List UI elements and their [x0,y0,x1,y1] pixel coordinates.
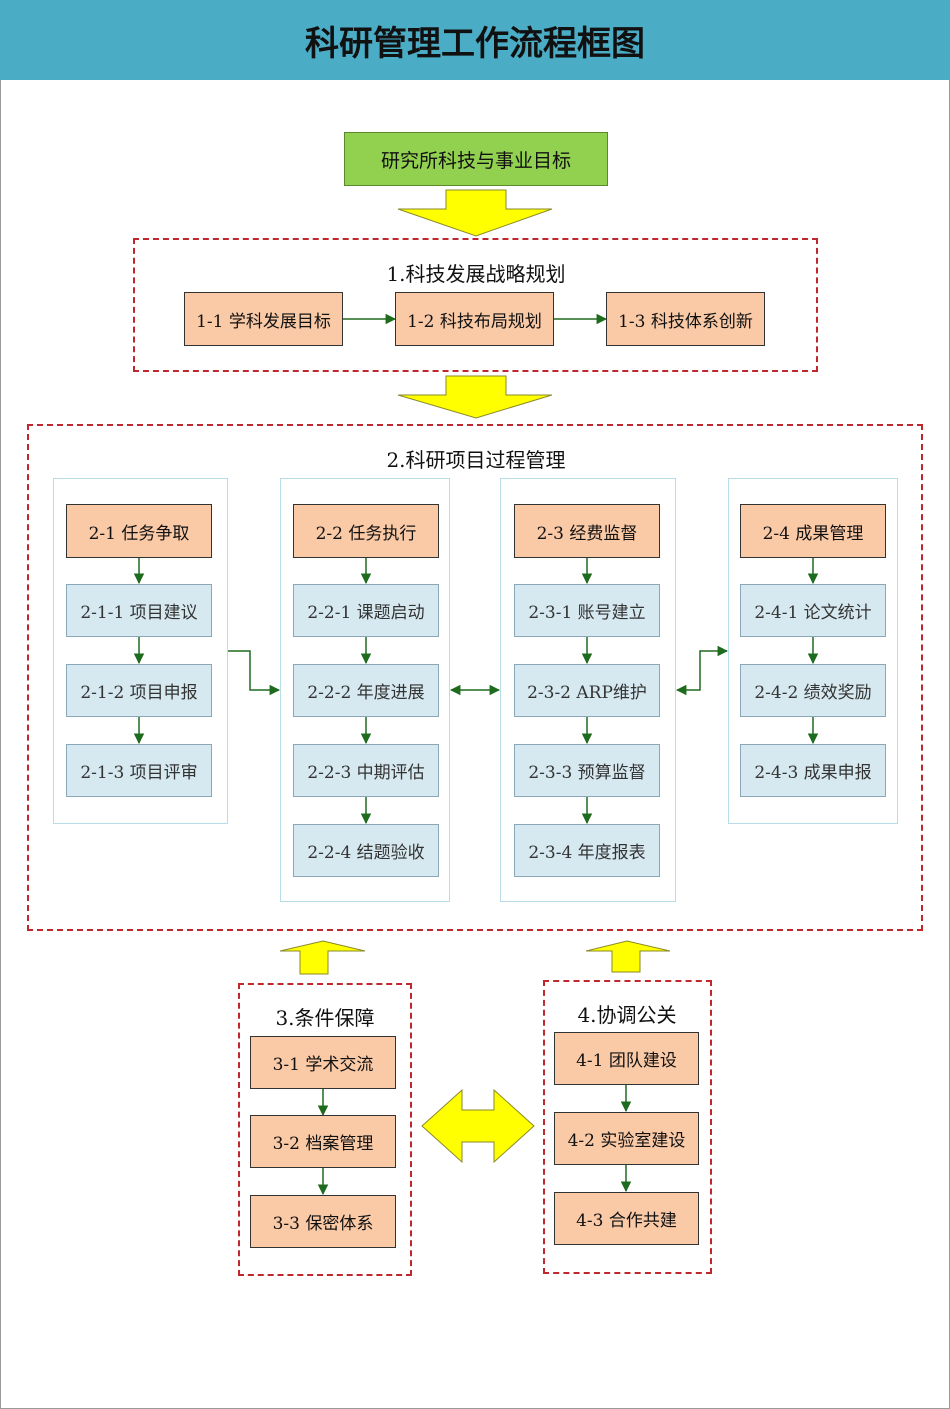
column-2-1-item-3-label: 2-1-3 项目评审 [80,763,198,783]
column-2-3-item-2: 2-3-2 ARP维护 [514,664,660,717]
column-2-3-item-1: 2-3-1 账号建立 [514,584,660,637]
section-3-item-3: 3-3 保密体系 [250,1195,396,1248]
connector-col1-to-col2 [228,650,281,696]
column-2-1 [53,478,228,824]
section-3-item-1-label: 3-1 学术交流 [272,1055,374,1075]
column-2-2 [280,478,450,902]
column-2-2-item-1: 2-2-1 课题启动 [293,584,439,637]
column-2-4-head-label: 2-4 成果管理 [762,523,864,544]
section-1-item-3-label: 1-3 科技体系创新 [618,311,753,332]
column-2-3-head: 2-3 经费监督 [514,504,660,558]
section-4-label: 4.协调公关 [577,1003,677,1027]
column-2-2-item-3-label: 2-2-3 中期评估 [307,763,425,783]
section-1-item-1-label: 1-1 学科发展目标 [196,311,331,332]
section-4-item-1: 4-1 团队建设 [554,1032,699,1085]
column-2-2-item-2-label: 2-2-2 年度进展 [307,683,425,703]
column-2-4-head: 2-4 成果管理 [740,504,886,558]
column-2-4-item-1: 2-4-1 论文统计 [740,584,886,637]
column-2-4-item-2: 2-4-2 绩效奖励 [740,664,886,717]
section-1-item-1: 1-1 学科发展目标 [184,292,343,346]
section-4-item-1-label: 4-1 团队建设 [576,1051,677,1071]
title-bar: 科研管理工作流程框图 [0,0,950,80]
column-2-4-item-3-label: 2-4-3 成果申报 [754,763,872,783]
column-2-4-item-2-label: 2-4-2 绩效奖励 [754,683,872,703]
column-2-2-item-3: 2-2-3 中期评估 [293,744,439,797]
section-3-item-2-label: 3-2 档案管理 [272,1134,374,1154]
section-3-item-2: 3-2 档案管理 [250,1115,396,1168]
big-up-arrow-3 [279,940,366,975]
column-2-1-item-3: 2-1-3 项目评审 [66,744,212,797]
section-1-item-2-label: 1-2 科技布局规划 [407,311,542,332]
section-4-item-2: 4-2 实验室建设 [554,1112,699,1165]
column-2-3-item-3: 2-3-3 预算监督 [514,744,660,797]
column-2-1-item-2: 2-1-2 项目申报 [66,664,212,717]
section-1-item-2: 1-2 科技布局规划 [395,292,554,346]
section-3-item-3-label: 3-3 保密体系 [272,1214,374,1234]
goal-box: 研究所科技与事业目标 [344,132,608,186]
column-2-1-item-1: 2-1-1 项目建议 [66,584,212,637]
column-2-3-item-1-label: 2-3-1 账号建立 [528,603,646,623]
column-2-3-item-4: 2-3-4 年度报表 [514,824,660,877]
section-2-border [27,424,923,931]
big-double-arrow [421,1088,535,1164]
column-2-1-head: 2-1 任务争取 [66,504,212,558]
column-2-2-item-4: 2-2-4 结题验收 [293,824,439,877]
connector-col3-col4 [675,645,729,696]
section-4-item-2-label: 4-2 实验室建设 [567,1131,686,1151]
column-2-3 [500,478,676,902]
section-1-item-3: 1-3 科技体系创新 [606,292,765,346]
goal-label: 研究所科技与事业目标 [380,149,571,172]
big-up-arrow-4 [585,940,671,973]
section-3-item-1: 3-1 学术交流 [250,1036,396,1089]
column-2-2-item-2: 2-2-2 年度进展 [293,664,439,717]
column-2-4-item-3: 2-4-3 成果申报 [740,744,886,797]
page-title: 科研管理工作流程框图 [305,23,645,64]
column-2-1-head-label: 2-1 任务争取 [88,523,190,544]
section-4-border [543,980,712,1274]
column-2-2-item-4-label: 2-2-4 结题验收 [307,843,425,863]
column-2-4 [728,478,898,824]
column-2-2-head: 2-2 任务执行 [293,504,439,558]
column-2-3-head-label: 2-3 经费监督 [536,523,638,544]
column-2-1-item-2-label: 2-1-2 项目申报 [80,683,198,703]
section-1-border [133,238,818,372]
section-1-label: 1.科技发展战略规划 [386,262,566,286]
big-down-arrow-1 [397,189,553,237]
column-2-2-item-1-label: 2-2-1 课题启动 [307,603,425,623]
section-2-label: 2.科研项目过程管理 [386,448,566,472]
column-2-3-item-3-label: 2-3-3 预算监督 [528,763,646,783]
column-2-1-item-1-label: 2-1-1 项目建议 [80,603,198,623]
column-2-3-item-2-label: 2-3-2 ARP维护 [527,683,647,703]
big-down-arrow-2 [397,375,553,419]
section-3-border [238,983,412,1276]
section-3-label: 3.条件保障 [275,1006,375,1030]
column-2-3-item-4-label: 2-3-4 年度报表 [528,843,646,863]
column-2-4-item-1-label: 2-4-1 论文统计 [754,603,872,623]
column-2-2-head-label: 2-2 任务执行 [315,523,417,544]
section-4-item-3: 4-3 合作共建 [554,1192,699,1245]
section-4-item-3-label: 4-3 合作共建 [576,1211,677,1231]
